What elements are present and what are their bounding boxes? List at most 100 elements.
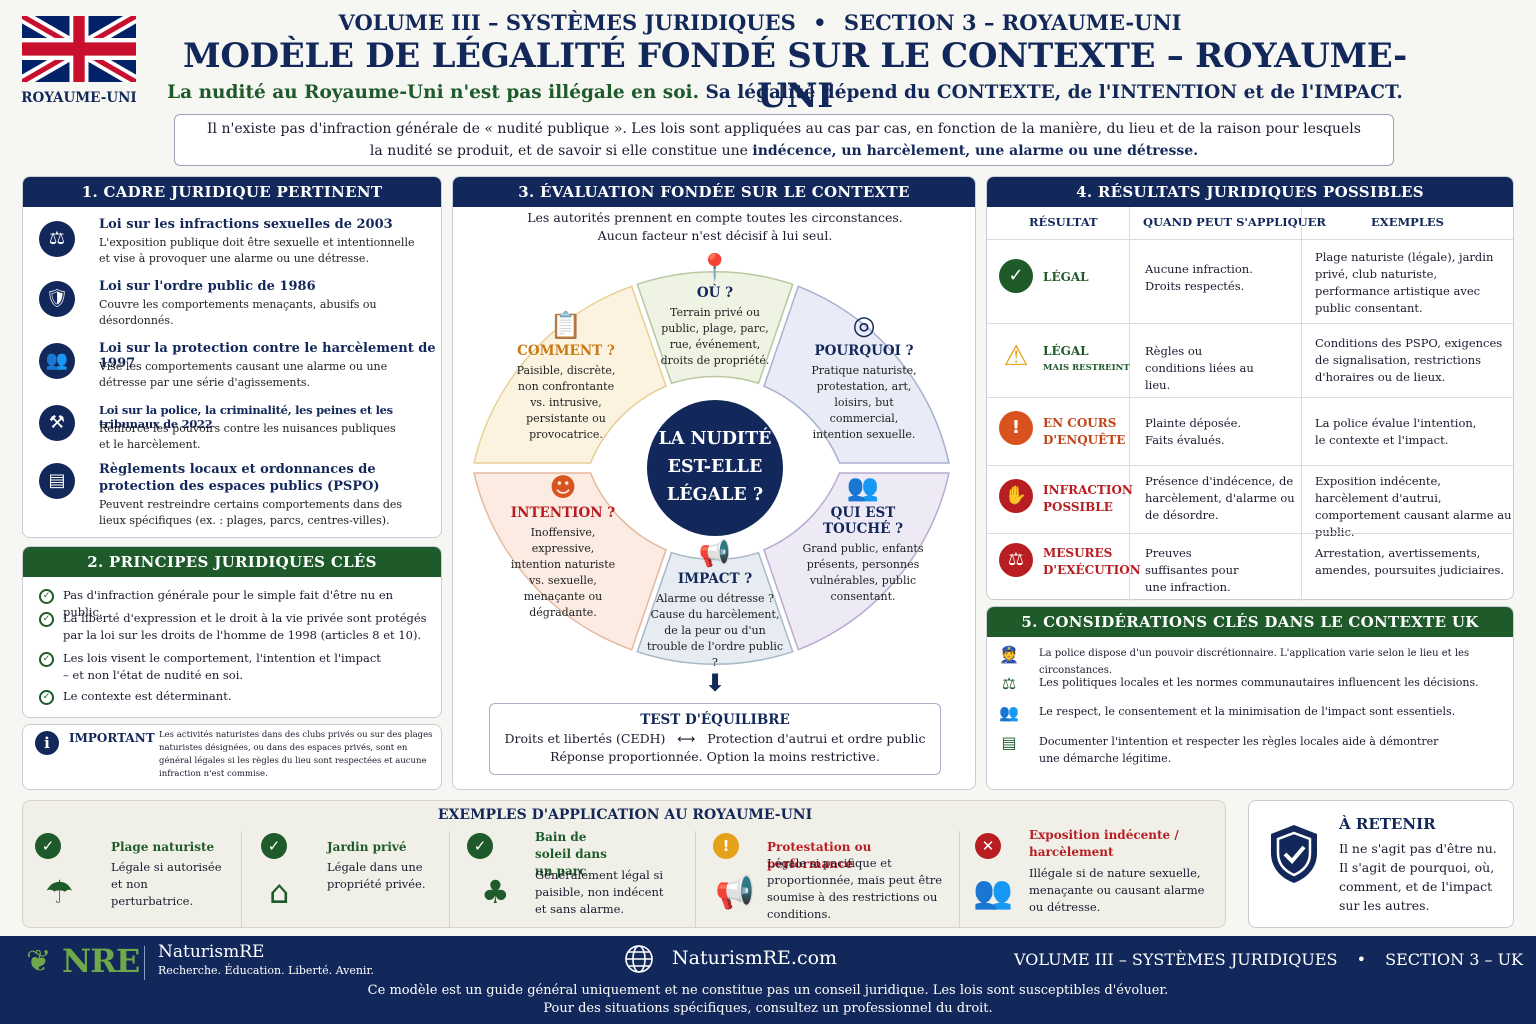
check-icon: ✓ (35, 833, 61, 859)
footer-volume: VOLUME III – SYSTÈMES JURIDIQUES • SECTI… (1014, 950, 1524, 969)
important-text: Les activités naturistes dans des clubs … (159, 730, 433, 779)
uk-considerations-panel: 5. CONSIDÉRATIONS CLÉS DANS LE CONTEXTE … (986, 606, 1514, 790)
globe-icon (624, 944, 654, 974)
check-icon: ✓ (39, 652, 54, 667)
example-item: ✓ ♣ Bain de soleil dans un parc Générale… (455, 827, 695, 933)
scales-icon: ⚖ (1001, 674, 1017, 693)
law-title: Règlements locaux et ordonnances de prot… (99, 462, 380, 494)
target-icon: ◎ (852, 311, 876, 341)
intro-box: Il n'existe pas d'infraction générale de… (174, 114, 1394, 166)
uk-considerations-header: 5. CONSIDÉRATIONS CLÉS DANS LE CONTEXTE … (987, 607, 1513, 637)
law-desc: Peuvent restreindre certains comportemen… (99, 498, 403, 527)
cross-icon: ✕ (975, 833, 1001, 859)
check-icon: ✓ (999, 259, 1033, 293)
warning-icon: ⚠ (1003, 339, 1029, 372)
group-icon: 👥 (846, 473, 880, 503)
law-title: Loi sur les infractions sexuelles de 200… (99, 217, 393, 232)
col-examples: EXEMPLES (1371, 215, 1444, 229)
alert-icon: ! (999, 411, 1033, 445)
factor-comment: 📋 COMMENT ? Paisible, discrète, non conf… (507, 311, 625, 443)
law-title: Loi sur l'ordre public de 1986 (99, 279, 316, 294)
clipboard-icon: 📋 (549, 311, 583, 341)
segment-intention (473, 472, 667, 651)
segment-impact (636, 551, 794, 665)
example-item: ✓ ☂ Plage naturiste Légale si autorisée … (23, 827, 241, 933)
factor-ou: 📍 OÙ ? Terrain privé ou public, plage, p… (643, 253, 787, 369)
law-desc: L'exposition publique doit être sexuelle… (99, 236, 415, 265)
info-icon: i (35, 731, 59, 755)
down-arrow-icon: ⬇ (705, 669, 726, 697)
document-icon: ▤ (39, 463, 75, 499)
segment-pourquoi (763, 285, 950, 464)
shield-icon: 🛡 (39, 281, 75, 317)
check-icon: ✓ (261, 833, 287, 859)
location-pin-icon: 📍 (698, 253, 732, 283)
law-desc: Couvre les comportements menaçants, abus… (99, 298, 377, 327)
examples-panel: EXEMPLES D'APPLICATION AU ROYAUME-UNI ✓ … (22, 800, 1226, 928)
document-icon: ▤ (1001, 733, 1017, 752)
example-item: ✓ ⌂ Jardin privé Légale dans une proprié… (249, 827, 449, 933)
principle-item: Les lois visent le comportement, l'inten… (63, 651, 381, 682)
check-icon: ✓ (39, 589, 54, 604)
brand-tagline: Recherche. Éducation. Liberté. Avenir. (158, 964, 374, 977)
law-title: Loi sur la protection contre le harcèlem… (99, 341, 436, 371)
legal-framework-header: 1. CADRE JURIDIQUE PERTINENT (23, 177, 441, 207)
principle-item: La liberté d'expression et le droit à la… (63, 611, 427, 642)
website-link[interactable]: NaturismRE.com (672, 947, 838, 969)
scales-icon: ⚖ (999, 543, 1033, 577)
col-when: QUAND PEUT S'APPLIQUER (1143, 215, 1326, 229)
police-icon: 👮 (999, 645, 1019, 664)
balance-test-box: TEST D'ÉQUILIBRE Droits et libertés (CED… (489, 703, 941, 775)
tree-icon: ♣ (481, 873, 510, 911)
check-icon: ✓ (39, 690, 54, 705)
examples-title: EXEMPLES D'APPLICATION AU ROYAUME-UNI (437, 807, 813, 823)
key-takeaway-panel: À RETENIR Il ne s'agit pas d'être nu. Il… (1248, 800, 1514, 928)
example-item: ! 📢 Protestation ou performance Légale s… (701, 827, 957, 933)
law-title: Loi sur la police, la criminalité, les p… (99, 403, 393, 431)
nre-logo: NRE (62, 942, 140, 980)
important-note: i IMPORTANT Les activités naturistes dan… (22, 724, 442, 790)
takeaway-text: Il ne s'agit pas d'être nu. Il s'agit de… (1339, 841, 1497, 913)
people-icon: 👥 (39, 343, 75, 379)
megaphone-icon: 📢 (715, 873, 755, 911)
people-icon: 👥 (999, 703, 1019, 722)
page-subtitle: La nudité au Royaume-Uni n'est pas illég… (167, 82, 1403, 103)
context-assessment-header: 3. ÉVALUATION FONDÉE SUR LE CONTEXTE (453, 177, 975, 207)
megaphone-icon: 📢 (698, 539, 732, 569)
stop-hand-icon: ✋ (999, 479, 1033, 513)
legal-outcomes-panel: 4. RÉSULTATS JURIDIQUES POSSIBLES RÉSULT… (986, 176, 1514, 601)
people-icon: 👥 (973, 873, 1013, 911)
segment-ou (636, 271, 794, 385)
principle-item: Le contexte est déterminant. (63, 689, 232, 703)
brand-name: NaturismRE (158, 942, 265, 962)
segment-qui (763, 472, 950, 651)
footer: ❦ NRE NaturismRE Recherche. Éducation. L… (0, 936, 1536, 1024)
assessment-intro: Les autorités prennent en compte toutes … (527, 210, 903, 243)
center-question: LA NUDITÉ EST-ELLE LÉGALE ? (658, 429, 772, 505)
factor-qui: 👥 QUI EST TOUCHÉ ? Grand public, enfants… (797, 473, 929, 605)
volume-line: VOLUME III – SYSTÈMES JURIDIQUES • SECTI… (338, 10, 1182, 35)
context-wheel (473, 271, 950, 665)
legal-framework-panel: 1. CADRE JURIDIQUE PERTINENT ⚖ Loi sur l… (22, 176, 442, 538)
law-desc: Renforce les pouvoirs contre les nuisanc… (99, 422, 396, 451)
col-result: RÉSULTAT (1029, 215, 1098, 229)
principle-item: Pas d'infraction générale pour le simple… (63, 588, 394, 619)
umbrella-icon: ☂ (45, 873, 74, 911)
alert-icon: ! (713, 833, 739, 859)
segment-comment (473, 285, 667, 464)
center-circle (647, 400, 783, 536)
check-icon: ✓ (467, 833, 493, 859)
shield-check-icon (1267, 823, 1321, 885)
example-item: ✕ 👥 Exposition indécente / harcèlement I… (973, 828, 1205, 914)
page-title: MODÈLE DE LÉGALITÉ FONDÉ SUR LE CONTEXTE… (183, 36, 1407, 116)
context-assessment-panel: 3. ÉVALUATION FONDÉE SUR LE CONTEXTE Les… (452, 176, 976, 790)
key-principles-header: 2. PRINCIPES JURIDIQUES CLÉS (23, 547, 441, 577)
house-icon: ⌂ (269, 873, 290, 911)
factor-intention: ☻ INTENTION ? Inoffensive, expressive, i… (493, 473, 633, 621)
factor-impact: 📢 IMPACT ? Alarme ou détresse ? Cause du… (643, 539, 787, 671)
flag-label: ROYAUME-UNI (21, 90, 137, 106)
law-desc: Vise les comportements causant une alarm… (99, 360, 388, 389)
legal-outcomes-header: 4. RÉSULTATS JURIDIQUES POSSIBLES (987, 177, 1513, 207)
scales-icon: ⚖ (39, 221, 75, 257)
check-icon: ✓ (39, 612, 54, 627)
